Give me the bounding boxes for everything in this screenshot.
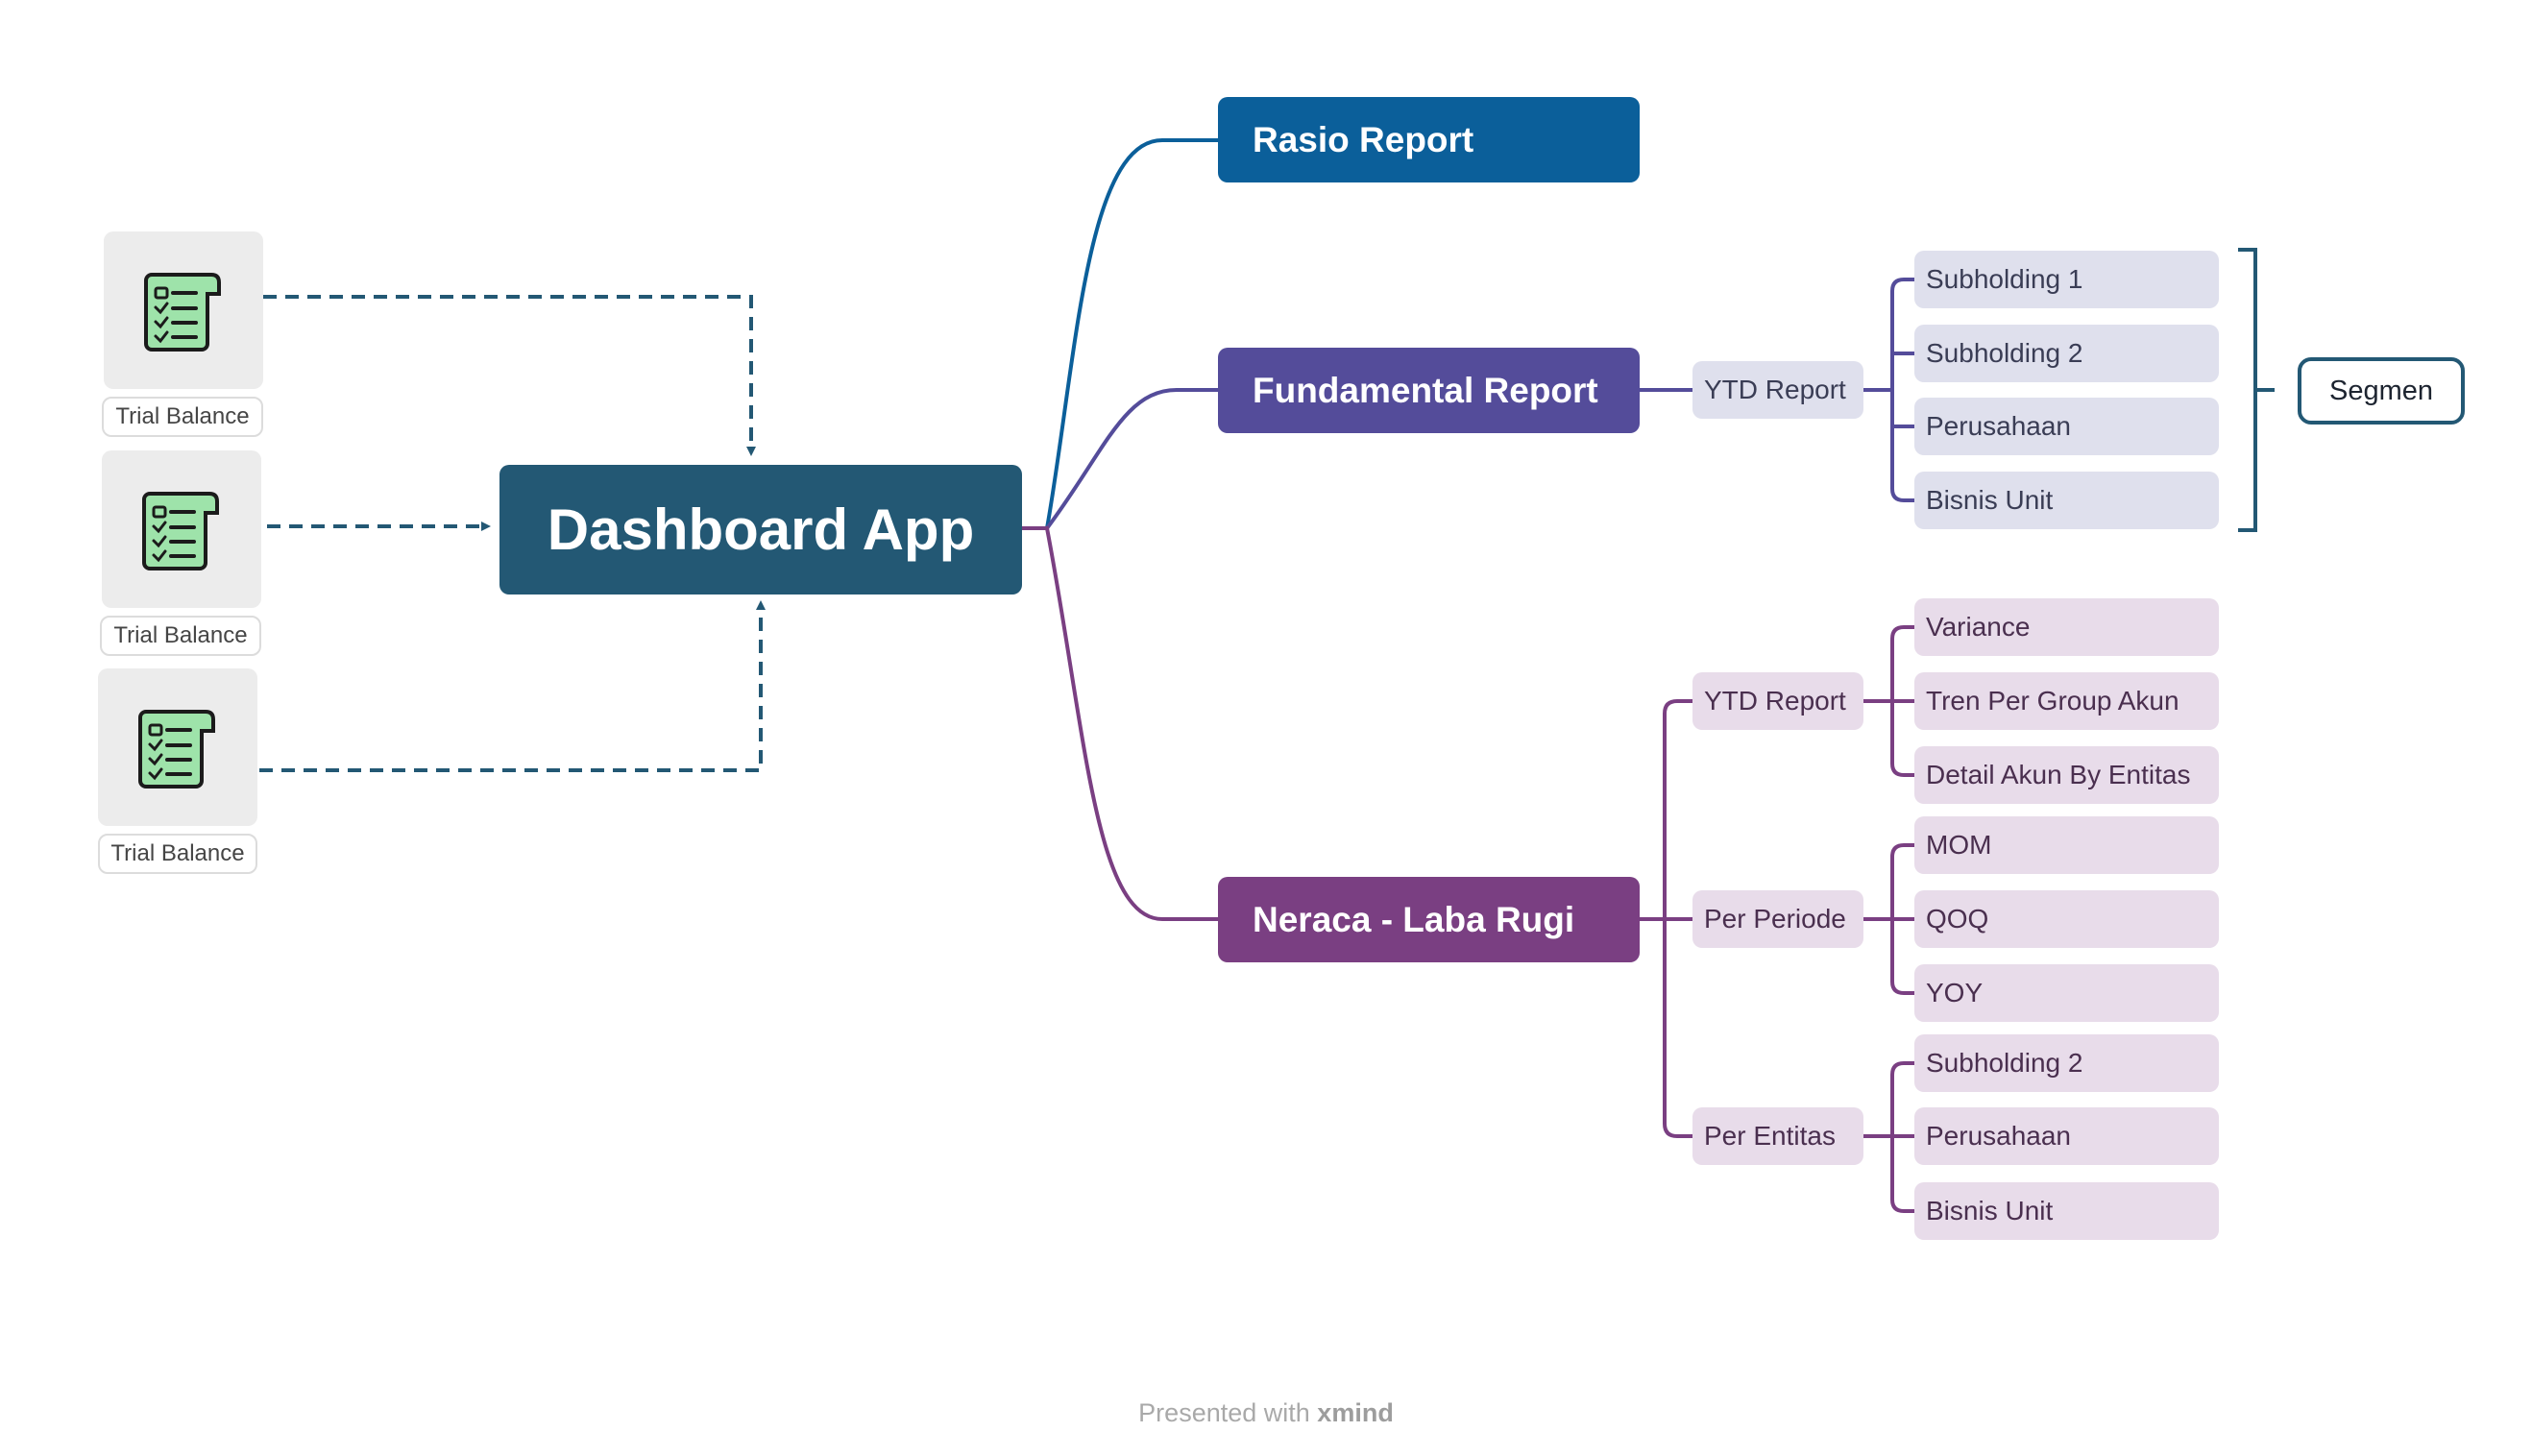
- source-arrow-3: [259, 600, 766, 772]
- leaf-subholding-1[interactable]: Subholding 1: [1914, 251, 2219, 308]
- footer-prefix: Presented with: [1138, 1398, 1310, 1427]
- leaf-yoy[interactable]: YOY: [1914, 964, 2219, 1022]
- leaf-perusahaan[interactable]: Perusahaan: [1914, 398, 2219, 455]
- topic-rasio-report[interactable]: Rasio Report: [1218, 97, 1640, 182]
- leaf-bisnis-unit[interactable]: Bisnis Unit: [1914, 472, 2219, 529]
- source-arrow-1: [263, 295, 756, 456]
- leaf-qoq[interactable]: QOQ: [1914, 890, 2219, 948]
- connector-fundamental: [1022, 388, 1218, 530]
- source-label-2: Trial Balance: [100, 616, 261, 656]
- summary-bracket: [2238, 248, 2275, 532]
- checklist-scroll-icon: [142, 492, 219, 570]
- subtopic-per-entitas[interactable]: Per Entitas: [1692, 1107, 1863, 1165]
- leaf-perusahaan-entitas[interactable]: Perusahaan: [1914, 1107, 2219, 1165]
- footer-credit: Presented with xmind: [1057, 1398, 1475, 1428]
- source-icon-box-1[interactable]: [104, 231, 263, 389]
- source-label-3: Trial Balance: [98, 834, 257, 874]
- leaf-detail-akun-by-entitas[interactable]: Detail Akun By Entitas: [1914, 746, 2219, 804]
- connector-rasio: [1022, 138, 1218, 530]
- leaf-subholding-2-entitas[interactable]: Subholding 2: [1914, 1034, 2219, 1092]
- topic-neraca-laba-rugi[interactable]: Neraca - Laba Rugi: [1218, 877, 1640, 962]
- checklist-scroll-icon: [144, 273, 221, 352]
- summary-segmen[interactable]: Segmen: [2298, 357, 2465, 425]
- source-icon-box-2[interactable]: [102, 450, 261, 608]
- subtopic-per-periode[interactable]: Per Periode: [1692, 890, 1863, 948]
- leaf-subholding-2[interactable]: Subholding 2: [1914, 325, 2219, 382]
- subtopic-ytd-report-neraca[interactable]: YTD Report: [1692, 672, 1863, 730]
- topic-fundamental-report[interactable]: Fundamental Report: [1218, 348, 1640, 433]
- leaf-tren-per-group-akun[interactable]: Tren Per Group Akun: [1914, 672, 2219, 730]
- leaf-variance[interactable]: Variance: [1914, 598, 2219, 656]
- checklist-scroll-icon: [138, 710, 215, 789]
- leaf-mom[interactable]: MOM: [1914, 816, 2219, 874]
- subtopic-ytd-report-fundamental[interactable]: YTD Report: [1692, 361, 1863, 419]
- connector-neraca: [1022, 526, 1218, 921]
- leaf-bisnis-unit-entitas[interactable]: Bisnis Unit: [1914, 1182, 2219, 1240]
- footer-brand: xmind: [1317, 1398, 1394, 1427]
- source-icon-box-3[interactable]: [98, 668, 257, 826]
- source-label-1: Trial Balance: [102, 397, 263, 437]
- central-topic-dashboard-app[interactable]: Dashboard App: [499, 465, 1022, 595]
